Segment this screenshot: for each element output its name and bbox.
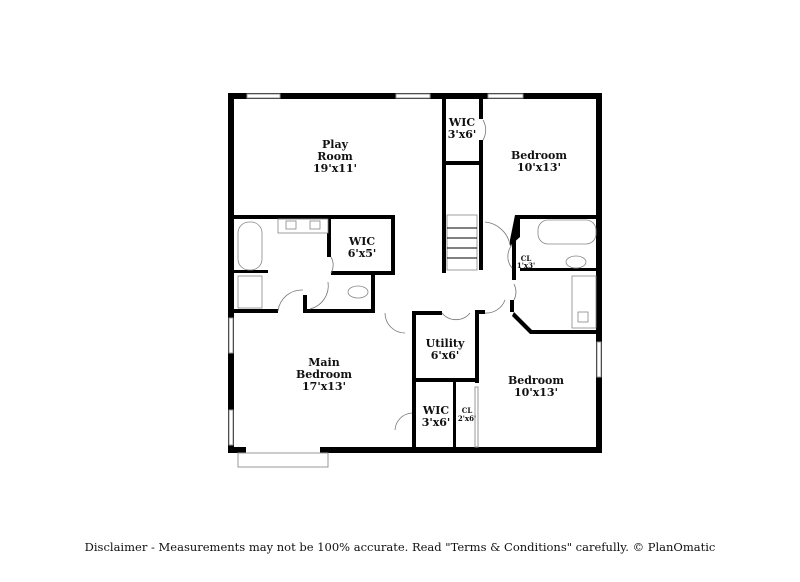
bedroom-bottom-label: Bedroom — [508, 374, 564, 387]
play-room-label-2: Room — [317, 150, 353, 163]
toilet-icon — [347, 285, 369, 299]
vanity-icon — [277, 218, 329, 234]
wic-bottom-size: 3'x6' — [422, 416, 451, 429]
bedroom-top-size: 10'x13' — [517, 161, 561, 174]
main-bedroom-label-2: Bedroom — [296, 368, 352, 381]
main-bedroom-label: Main — [308, 356, 339, 369]
wic-bath-label: WIC — [348, 235, 375, 248]
wic-top-label: WIC — [448, 116, 475, 129]
cl-bottom-size: 2'x6' — [458, 414, 476, 423]
utility-size: 6'x6' — [431, 349, 460, 362]
walls — [228, 93, 602, 453]
cl-small-label: CL — [521, 254, 532, 263]
bathtub-icon — [537, 219, 597, 245]
fixtures — [237, 218, 597, 329]
disclaimer-text: Disclaimer - Measurements may not be 100… — [84, 540, 716, 554]
bedroom-top-label: Bedroom — [511, 149, 567, 162]
main-bedroom-size: 17'x13' — [302, 380, 346, 393]
wic-top-size: 3'x6' — [448, 128, 477, 141]
room-labels: Play Room 19'x11' WIC 3'x6' Bedroom 10'x… — [296, 116, 567, 429]
play-room-label: Play — [322, 138, 349, 151]
cl-bottom-label: CL — [462, 406, 473, 415]
wic-bath-size: 6'x5' — [348, 247, 377, 260]
toilet-icon — [565, 255, 587, 269]
doors — [277, 119, 517, 431]
wic-bottom-label: WIC — [422, 404, 449, 417]
bedroom-bottom-size: 10'x13' — [514, 386, 558, 399]
stairs — [446, 214, 478, 271]
shower-icon — [237, 275, 263, 309]
bathtub-icon — [237, 221, 263, 271]
utility-label: Utility — [426, 337, 465, 350]
play-room-size: 19'x11' — [313, 162, 357, 175]
windows — [228, 93, 602, 468]
cl-small-size: 1'x3' — [517, 261, 535, 270]
